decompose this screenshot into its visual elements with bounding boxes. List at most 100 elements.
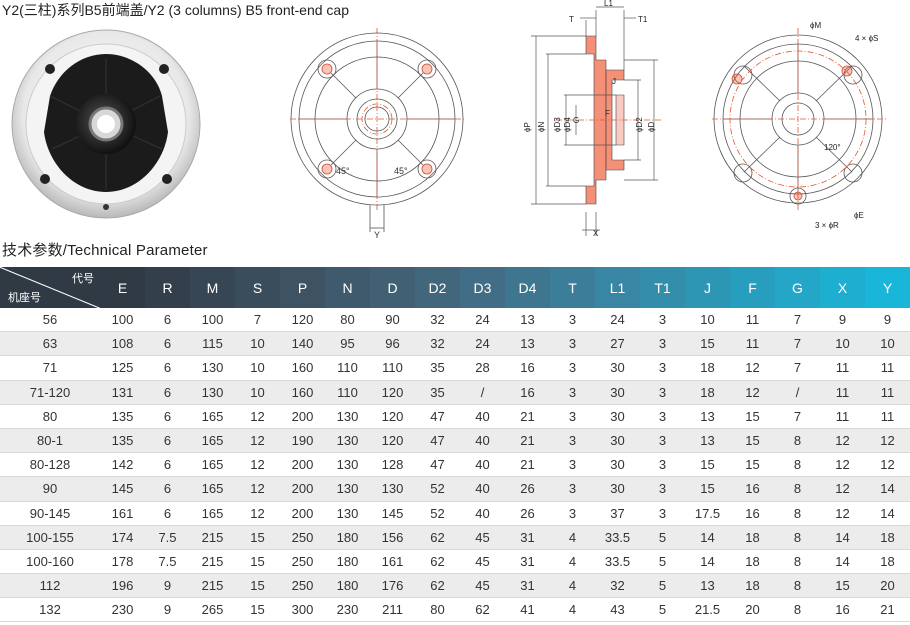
value-cell-d4: 13 bbox=[505, 308, 550, 333]
frame-size-cell: 112 bbox=[0, 573, 100, 599]
value-cell-d3: 62 bbox=[460, 597, 505, 623]
value-cell-y: 12 bbox=[865, 452, 910, 478]
frame-size-cell: 80-128 bbox=[0, 452, 100, 478]
side-label-f: F bbox=[605, 109, 610, 118]
value-cell-j: 15 bbox=[685, 452, 730, 478]
value-cell-t: 3 bbox=[550, 501, 595, 526]
value-cell-j: 13 bbox=[685, 404, 730, 429]
value-cell-e: 142 bbox=[100, 452, 145, 478]
value-cell-x: 12 bbox=[820, 428, 865, 454]
front-dim-y: Y bbox=[374, 230, 380, 240]
frame-size-cell: 80 bbox=[0, 404, 100, 429]
value-cell-t1: 3 bbox=[640, 476, 685, 502]
value-cell-t1: 5 bbox=[640, 549, 685, 575]
side-section-drawing: L1 T T1 ϕP ϕN ϕD3 ϕD4 G F J ϕD2 ϕD X bbox=[523, 0, 661, 238]
column-header-n: N bbox=[325, 267, 370, 308]
value-cell-d: 161 bbox=[370, 549, 415, 575]
value-cell-s: 7 bbox=[235, 308, 280, 333]
value-cell-f: 11 bbox=[730, 308, 775, 333]
frame-size-cell: 90-145 bbox=[0, 501, 100, 526]
value-cell-e: 161 bbox=[100, 501, 145, 526]
side-label-x: X bbox=[593, 229, 599, 238]
value-cell-t: 3 bbox=[550, 404, 595, 429]
value-cell-f: 12 bbox=[730, 355, 775, 381]
value-cell-d2: 62 bbox=[415, 549, 460, 575]
value-cell-g: 8 bbox=[775, 476, 820, 502]
value-cell-g: 7 bbox=[775, 404, 820, 429]
value-cell-n: 180 bbox=[325, 549, 370, 575]
value-cell-l1: 30 bbox=[595, 428, 640, 454]
value-cell-m: 165 bbox=[190, 452, 235, 478]
side-label-j: J bbox=[612, 77, 616, 86]
value-cell-j: 17.5 bbox=[685, 501, 730, 526]
value-cell-s: 12 bbox=[235, 404, 280, 429]
value-cell-d2: 47 bbox=[415, 404, 460, 429]
value-cell-f: 18 bbox=[730, 549, 775, 575]
value-cell-x: 12 bbox=[820, 501, 865, 526]
value-cell-e: 135 bbox=[100, 404, 145, 429]
value-cell-r: 9 bbox=[145, 573, 190, 599]
value-cell-x: 15 bbox=[820, 573, 865, 599]
side-label-d: ϕD bbox=[647, 122, 656, 132]
value-cell-r: 7.5 bbox=[145, 549, 190, 575]
value-cell-d3: 40 bbox=[460, 452, 505, 478]
value-cell-d: 130 bbox=[370, 476, 415, 502]
value-cell-s: 15 bbox=[235, 597, 280, 623]
value-cell-e: 100 bbox=[100, 308, 145, 333]
value-cell-e: 178 bbox=[100, 549, 145, 575]
value-cell-l1: 27 bbox=[595, 331, 640, 357]
value-cell-n: 130 bbox=[325, 452, 370, 478]
rear-label-angle: 120° bbox=[824, 143, 841, 152]
side-label-g: G bbox=[573, 116, 579, 125]
value-cell-x: 14 bbox=[820, 525, 865, 550]
value-cell-n: 80 bbox=[325, 308, 370, 333]
column-header-y: Y bbox=[865, 267, 910, 308]
value-cell-m: 165 bbox=[190, 501, 235, 526]
value-cell-s: 15 bbox=[235, 549, 280, 575]
value-cell-y: 9 bbox=[865, 308, 910, 333]
value-cell-x: 11 bbox=[820, 404, 865, 429]
value-cell-l1: 30 bbox=[595, 355, 640, 381]
rear-view-drawing: ϕM 4 × ϕS 120° ϕE 3 × ϕR bbox=[712, 21, 887, 230]
frame-size-cell: 56 bbox=[0, 308, 100, 333]
value-cell-d: 120 bbox=[370, 428, 415, 454]
frame-size-cell: 80-1 bbox=[0, 428, 100, 454]
value-cell-l1: 24 bbox=[595, 308, 640, 333]
value-cell-d: 211 bbox=[370, 597, 415, 623]
value-cell-t: 3 bbox=[550, 428, 595, 454]
value-cell-r: 6 bbox=[145, 452, 190, 478]
value-cell-s: 12 bbox=[235, 476, 280, 502]
value-cell-d2: 32 bbox=[415, 308, 460, 333]
rear-label-s: 4 × ϕS bbox=[855, 34, 878, 43]
value-cell-f: 18 bbox=[730, 525, 775, 550]
value-cell-f: 20 bbox=[730, 597, 775, 623]
value-cell-m: 165 bbox=[190, 404, 235, 429]
value-cell-d3: 24 bbox=[460, 308, 505, 333]
value-cell-l1: 43 bbox=[595, 597, 640, 623]
value-cell-r: 7.5 bbox=[145, 525, 190, 550]
value-cell-l1: 33.5 bbox=[595, 549, 640, 575]
value-cell-j: 15 bbox=[685, 331, 730, 357]
value-cell-r: 6 bbox=[145, 404, 190, 429]
value-cell-d3: 28 bbox=[460, 355, 505, 381]
value-cell-d4: 31 bbox=[505, 573, 550, 599]
value-cell-j: 13 bbox=[685, 573, 730, 599]
value-cell-x: 12 bbox=[820, 476, 865, 502]
value-cell-t: 3 bbox=[550, 380, 595, 405]
value-cell-l1: 32 bbox=[595, 573, 640, 599]
value-cell-t: 4 bbox=[550, 549, 595, 575]
value-cell-f: 16 bbox=[730, 501, 775, 526]
value-cell-s: 15 bbox=[235, 525, 280, 550]
value-cell-r: 6 bbox=[145, 380, 190, 405]
value-cell-p: 200 bbox=[280, 404, 325, 429]
value-cell-m: 115 bbox=[190, 331, 235, 357]
value-cell-d2: 47 bbox=[415, 452, 460, 478]
value-cell-j: 18 bbox=[685, 355, 730, 381]
value-cell-x: 9 bbox=[820, 308, 865, 333]
